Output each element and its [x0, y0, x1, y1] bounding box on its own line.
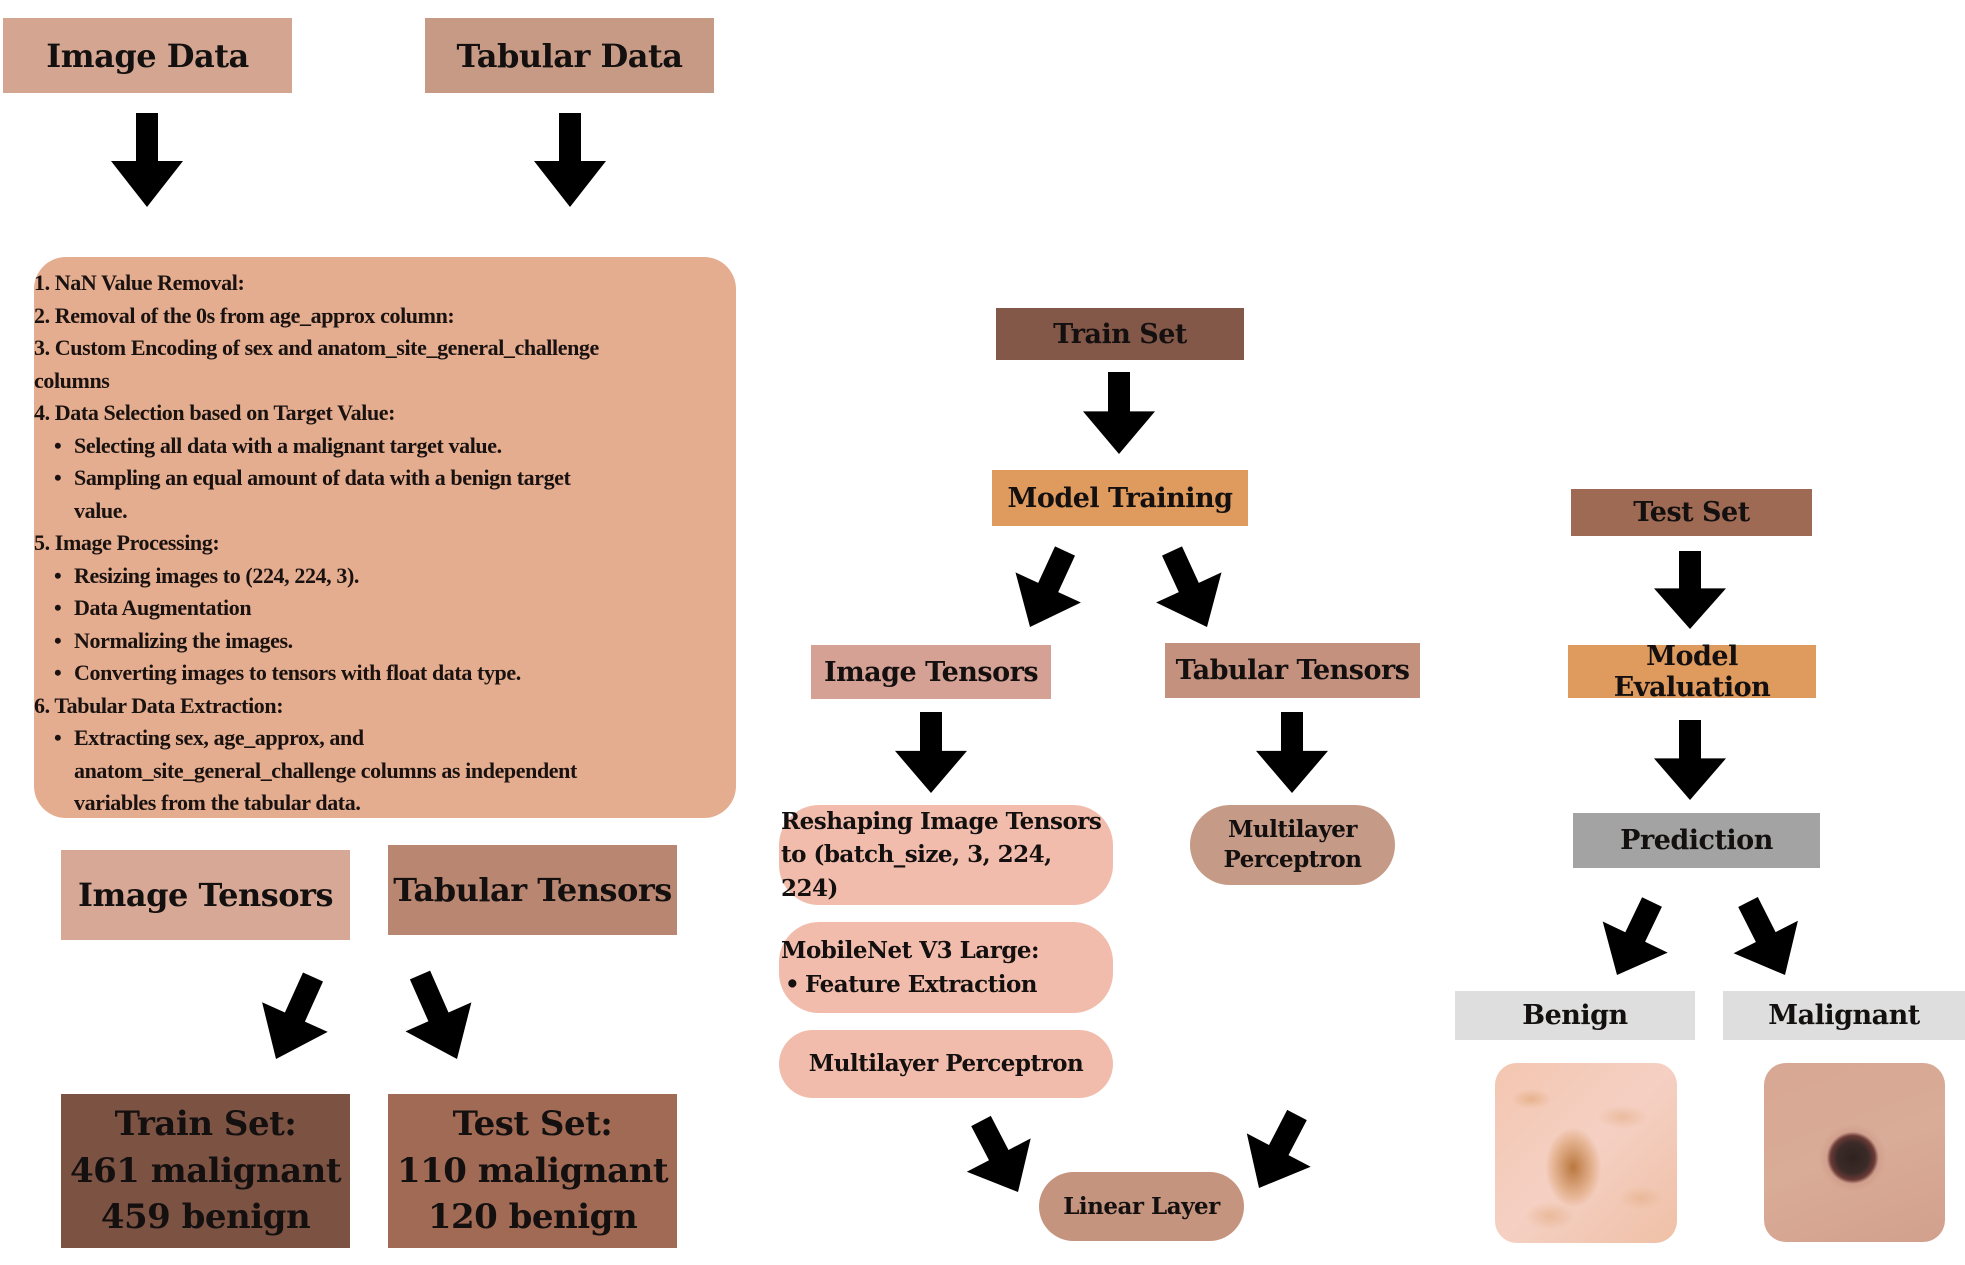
- model-evaluation-box: Model Evaluation: [1568, 641, 1816, 703]
- malignant-label: Malignant: [1723, 991, 1965, 1040]
- mlp-tabular-box: Multilayer Perceptron: [1190, 805, 1395, 885]
- preprocessing-bullet: Selecting all data with a malignant targ…: [34, 430, 724, 463]
- arrow-to-image-tensors-icon: [1015, 546, 1081, 627]
- arrow-to-test-set-stats-icon: [405, 970, 472, 1059]
- mlp-tabular-line-1: Multilayer: [1227, 816, 1358, 844]
- preprocessing-bullet: Normalizing the images.: [34, 625, 724, 658]
- train-set-stats-box: Train Set: 461 malignant 459 benign: [61, 1094, 350, 1248]
- train-set-malignant-count: 461 malignant: [69, 1150, 342, 1191]
- test-set-stats-box: Test Set: 110 malignant 120 benign: [388, 1094, 677, 1248]
- arrow-evaluation-to-prediction-icon: [1654, 720, 1726, 800]
- preprocessing-step: 3. Custom Encoding of sex and anatom_sit…: [34, 335, 599, 360]
- reshaping-line-1: Reshaping Image Tensors: [781, 807, 1102, 835]
- arrow-prediction-to-malignant-icon: [1733, 897, 1798, 975]
- arrow-mlp-to-linear-right-icon: [1246, 1109, 1311, 1188]
- malignant-lesion-photo: [1764, 1063, 1945, 1242]
- test-set-title: Test Set:: [452, 1103, 613, 1144]
- reshaping-line-2: to (batch_size, 3, 224, 224): [781, 841, 1052, 902]
- mlp-tabular-line-2: Perceptron: [1223, 846, 1362, 873]
- preprocessing-step: anatom_site_general_challenge columns as…: [74, 757, 577, 783]
- reshaping-image-tensors-box: Reshaping Image Tensors to (batch_size, …: [779, 805, 1113, 905]
- tabular-data-box: Tabular Data: [425, 18, 714, 93]
- preprocessing-step: variables from the tabular data.: [74, 790, 361, 815]
- prediction-box: Prediction: [1573, 813, 1820, 868]
- image-data-box: Image Data: [3, 18, 292, 93]
- arrow-tabular-tensors-down-icon: [1256, 712, 1328, 793]
- preprocessing-step: 6. Tabular Data Extraction:: [34, 692, 284, 718]
- preprocessing-step: 1. NaN Value Removal:: [34, 270, 245, 295]
- test-set-box: Test Set: [1571, 489, 1812, 536]
- mobilenet-title: MobileNet V3 Large:: [781, 937, 1040, 965]
- arrow-train-to-model-training-icon: [1083, 372, 1155, 454]
- mobilenet-feature-extraction: Feature Extraction: [781, 968, 1038, 1002]
- linear-layer-box: Linear Layer: [1039, 1172, 1244, 1241]
- test-set-malignant-count: 110 malignant: [396, 1150, 669, 1191]
- test-set-benign-count: 120 benign: [427, 1197, 638, 1238]
- arrow-to-tabular-tensors-icon: [1156, 546, 1222, 627]
- mobilenet-box: MobileNet V3 Large: Feature Extraction: [779, 922, 1113, 1013]
- train-set-box: Train Set: [996, 308, 1244, 360]
- preprocessing-step: 2. Removal of the 0s from age_approx col…: [34, 302, 455, 328]
- preprocessing-bullet: Resizing images to (224, 224, 3).: [34, 560, 724, 593]
- preprocessing-step: 4. Data Selection based on Target Value:: [34, 400, 396, 425]
- mlp-image-box: Multilayer Perceptron: [779, 1030, 1113, 1098]
- arrow-prediction-to-benign-icon: [1602, 897, 1668, 975]
- preprocessing-step: columns: [34, 367, 110, 393]
- benign-lesion-photo: [1495, 1063, 1677, 1243]
- preprocessing-bullet: Converting images to tensors with float …: [34, 657, 724, 690]
- arrow-test-to-evaluation-icon: [1654, 551, 1726, 629]
- preprocessing-steps-box: 1. NaN Value Removal: 2. Removal of the 0…: [34, 257, 736, 818]
- model-training-box: Model Training: [992, 470, 1248, 526]
- preprocessing-step: value.: [74, 497, 128, 523]
- image-tensors-box-mid: Image Tensors: [811, 645, 1051, 699]
- preprocessing-step: 5. Image Processing:: [34, 530, 220, 555]
- train-set-title: Train Set:: [114, 1103, 297, 1144]
- arrow-tabular-data-down-icon: [534, 113, 606, 207]
- arrow-image-tensors-down-icon: [895, 712, 967, 793]
- preprocessing-bullet: Sampling an equal amount of data with a …: [34, 462, 724, 495]
- arrow-image-data-down-icon: [111, 113, 183, 207]
- benign-label: Benign: [1455, 991, 1695, 1040]
- arrow-to-train-set-stats-icon: [262, 972, 328, 1059]
- arrow-mlp-to-linear-left-icon: [966, 1115, 1031, 1192]
- preprocessing-bullet: Data Augmentation: [34, 592, 724, 625]
- train-set-benign-count: 459 benign: [100, 1197, 311, 1238]
- tabular-tensors-box-mid: Tabular Tensors: [1165, 643, 1420, 698]
- preprocessing-bullet: Extracting sex, age_approx, and: [34, 722, 724, 755]
- tabular-tensors-box-left: Tabular Tensors: [388, 845, 677, 935]
- image-tensors-box-left: Image Tensors: [61, 850, 350, 940]
